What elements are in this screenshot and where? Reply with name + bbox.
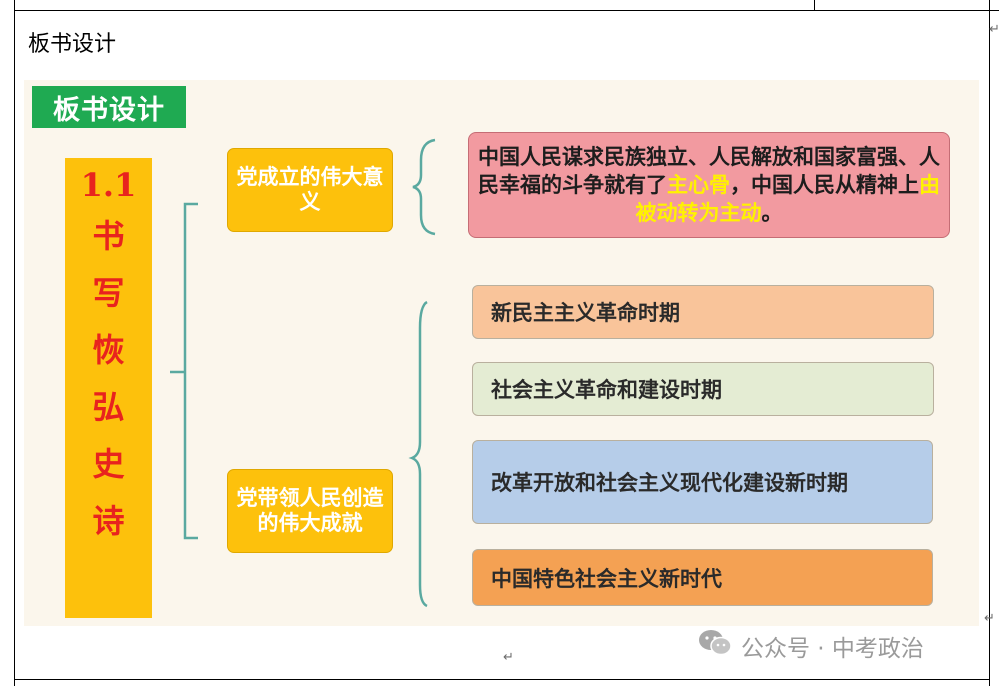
period-box: 新民主主义革命时期 [472,285,934,339]
period-box: 社会主义革命和建设时期 [472,362,934,416]
period-box: 改革开放和社会主义现代化建设新时期 [472,440,933,524]
branch-achievements: 党带领人民创造的伟大成就 [227,469,393,553]
title-char: 书 [92,217,125,255]
frame-right [989,0,990,686]
significance-box: 中国人民谋求民族独立、人民解放和国家富强、人民幸福的斗争就有了主心骨，中国人民从… [468,132,950,238]
significance-text: 。 [761,201,783,225]
vertical-title: 1.1 书 写 恢 弘 史 诗 [65,158,152,618]
wechat-icon [697,628,733,664]
title-char: 诗 [92,502,125,540]
slide-badge: 板书设计 [32,86,186,128]
title-char: 写 [92,274,125,312]
document-heading: 板书设计 [28,32,117,57]
significance-text: 中国人民谋求民族独立、人民解放和国家富强、人民幸福的斗争就有了 [478,145,940,197]
watermark-text: 公众号 · 中考政治 [741,636,924,662]
highlight-text: 由被动转为主动 [635,173,941,225]
bracket-main [170,202,198,540]
watermark: 公众号 · 中考政治 [697,630,924,662]
title-char: 恢 [92,331,125,369]
frame-bottom [14,679,990,680]
title-char: 史 [92,445,125,483]
paragraph-mark-icon: ↵ [503,650,514,665]
frame-left [14,0,15,686]
frame-cell-divider [814,0,815,10]
period-box: 中国特色社会主义新时代 [472,549,933,606]
paragraph-mark-icon: ↵ [984,611,995,626]
brackets [170,138,436,608]
slide-image: 板书设计 1.1 书 写 恢 弘 史 诗 党成立的伟大意义 党带领人民创造的伟大… [24,80,979,626]
highlight-text: 主心骨 [667,173,730,197]
title-number: 1.1 [80,166,137,204]
paragraph-mark-icon: ↵ [989,22,999,37]
significance-text: ，中国人民从精神上 [730,173,919,197]
title-char: 弘 [92,388,125,426]
branch-significance: 党成立的伟大意义 [227,148,393,232]
bracket-periods [408,300,428,608]
bracket-significance [412,138,436,236]
frame-top [14,10,999,11]
